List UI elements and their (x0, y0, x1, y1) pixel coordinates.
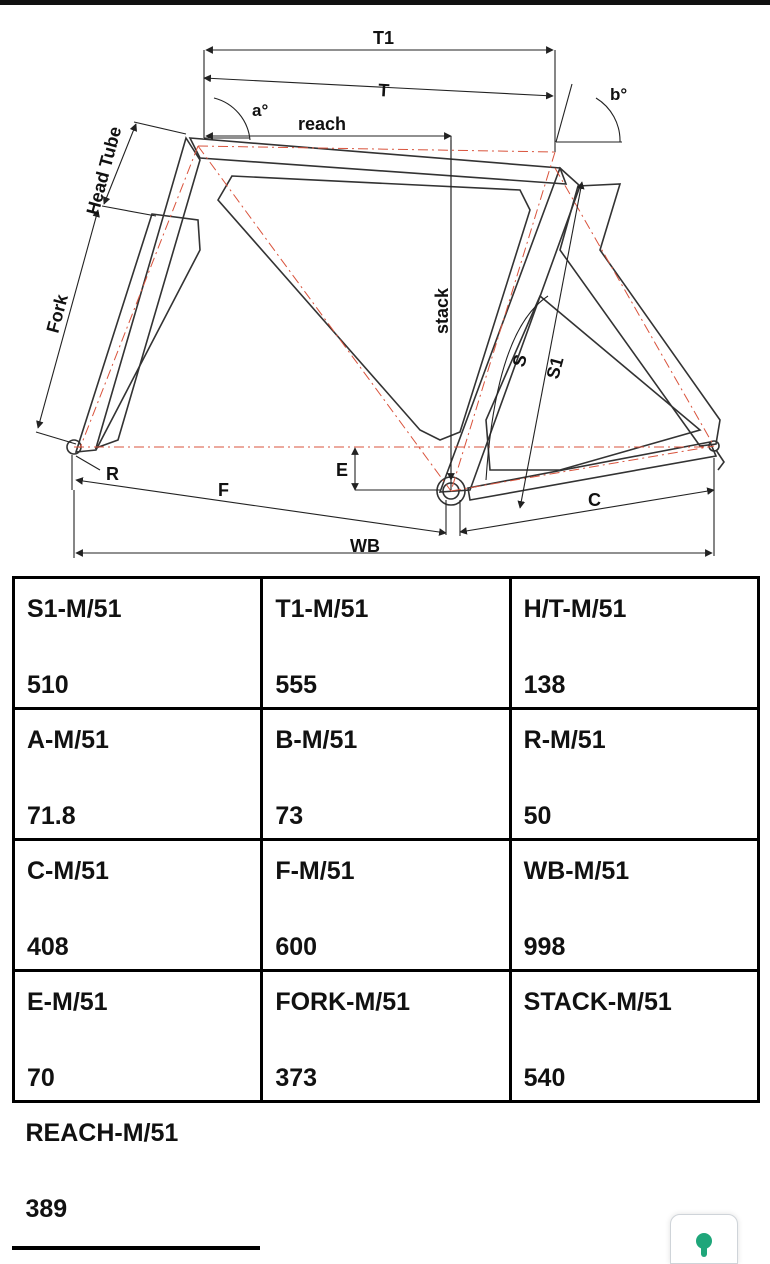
table-cell: A-M/51 71.8 (11, 707, 264, 841)
cell-value: 138 (523, 671, 566, 699)
bike-frame-geometry-diagram: T1 T a° b° reach Head Tube Fork stack S … (0, 8, 770, 568)
table-cell: STACK-M/51 540 (508, 969, 761, 1103)
cell-label: R-M/51 (523, 726, 606, 754)
cell-label: A-M/51 (27, 726, 109, 754)
label-a-angle: a° (252, 101, 268, 120)
cell-value: 50 (523, 802, 552, 830)
label-reach: reach (298, 114, 346, 134)
label-head-tube: Head Tube (83, 124, 126, 217)
table-cell: S1-M/51 510 (11, 576, 264, 710)
table-cell-empty (510, 1100, 759, 1231)
cell-value: 389 (25, 1195, 68, 1223)
cell-label: REACH-M/51 (25, 1119, 179, 1147)
cell-label: E-M/51 (27, 988, 108, 1016)
table-cell: FORK-M/51 373 (260, 969, 512, 1103)
cell-value: 408 (27, 933, 69, 961)
table-cell: WB-M/51 998 (508, 838, 761, 972)
cell-label: STACK-M/51 (523, 988, 672, 1016)
table-cell: T1-M/51 555 (260, 576, 512, 710)
label-b-angle: b° (610, 85, 627, 104)
table-row: A-M/51 71.8 B-M/51 73 R-M/51 50 (11, 707, 761, 841)
label-c: C (588, 490, 601, 510)
label-stack: stack (432, 287, 452, 334)
cell-value: 600 (275, 933, 318, 961)
table-cell: E-M/51 70 (11, 969, 264, 1103)
top-divider (0, 0, 770, 5)
map-pin-icon (696, 1233, 712, 1249)
table-row: E-M/51 70 FORK-M/51 373 STACK-M/51 540 (11, 969, 761, 1103)
table-cell: R-M/51 50 (508, 707, 761, 841)
frame-outline (66, 136, 725, 506)
cell-value: 73 (275, 802, 304, 830)
cell-value: 510 (27, 671, 69, 699)
cell-label: C-M/51 (27, 857, 109, 885)
map-pin-icon-stem (701, 1245, 707, 1257)
label-r: R (106, 464, 119, 484)
label-s: S (509, 352, 531, 369)
dimension-lines (35, 46, 715, 558)
cell-label: S1-M/51 (27, 595, 122, 623)
label-t1: T1 (373, 28, 394, 48)
table-bottom-rule (12, 1246, 260, 1250)
label-t: T (378, 80, 390, 101)
floating-action-button[interactable] (670, 1214, 738, 1264)
cell-label: B-M/51 (275, 726, 358, 754)
cell-value: 70 (27, 1064, 55, 1092)
cell-value: 998 (523, 933, 566, 961)
table-cell: C-M/51 408 (11, 838, 264, 972)
table-row: REACH-M/51 389 (13, 1100, 759, 1231)
table-cell: REACH-M/51 389 (13, 1100, 262, 1231)
cell-label: WB-M/51 (523, 857, 630, 885)
table-cell: H/T-M/51 138 (508, 576, 761, 710)
table-row: S1-M/51 510 T1-M/51 555 H/T-M/51 138 (11, 576, 761, 710)
cell-label: F-M/51 (275, 857, 355, 885)
center-lines (74, 145, 715, 492)
cell-label: FORK-M/51 (275, 988, 411, 1016)
cell-value: 555 (275, 671, 318, 699)
label-fork: Fork (43, 291, 73, 335)
table-row: C-M/51 408 F-M/51 600 WB-M/51 998 (11, 838, 761, 972)
cell-label: T1-M/51 (275, 595, 369, 623)
table-cell-empty (261, 1100, 511, 1231)
label-e: E (336, 460, 348, 480)
cell-value: 540 (523, 1064, 566, 1092)
cell-value: 71.8 (27, 802, 76, 830)
cell-label: H/T-M/51 (523, 595, 627, 623)
label-s1: S1 (543, 355, 568, 381)
table-cell: F-M/51 600 (260, 838, 512, 972)
cell-value: 373 (275, 1064, 318, 1092)
label-f: F (218, 480, 229, 500)
geometry-table: S1-M/51 510 T1-M/51 555 H/T-M/51 138 A-M/51… (11, 576, 761, 1231)
label-wb: WB (350, 536, 380, 556)
table-cell: B-M/51 73 (260, 707, 512, 841)
